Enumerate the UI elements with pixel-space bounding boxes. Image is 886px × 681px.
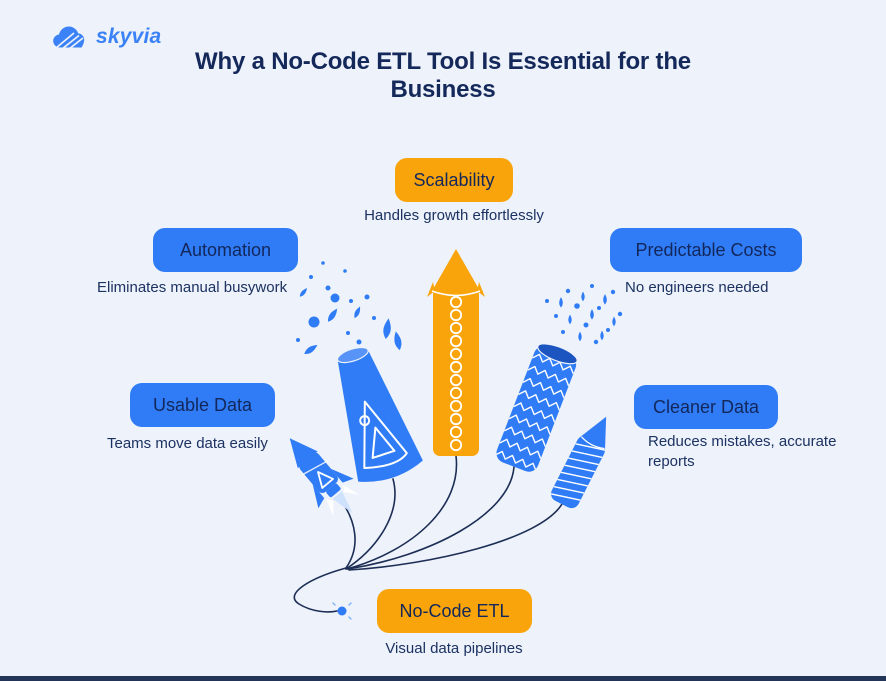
zigzag-firecracker-icon [494,343,578,472]
page-title: Why a No-Code ETL Tool Is Essential for … [195,48,691,103]
node-no-code-etl: No-Code ETL [377,589,532,633]
node-no-code-etl-caption: Visual data pipelines [385,640,523,657]
cloud-icon [53,26,85,48]
small-rocket-icon [289,438,360,517]
party-popper-cone-icon [336,346,423,482]
spark-dot [332,602,352,620]
node-predictable-costs-caption: No engineers needed [625,279,769,296]
node-usable-data-caption: Teams move data easily [107,435,268,452]
bottom-border [0,676,886,681]
fuse-lines [293,455,563,613]
node-scalability-caption: Handles growth effortlessly [364,207,544,224]
striped-rocket-icon [549,416,607,509]
orange-rocket-icon [427,249,485,456]
brand-logo: skyvia [52,24,161,49]
zigzag-sparks [545,284,623,345]
node-automation: Automation [153,228,298,272]
node-predictable-costs: Predictable Costs [610,228,802,272]
node-scalability: Scalability [395,158,513,202]
node-cleaner-data-caption: Reduces mistakes, accurate reports [648,433,837,470]
brand-name: skyvia [96,24,162,48]
node-automation-caption: Eliminates manual busywork [97,279,288,296]
node-cleaner-data: Cleaner Data [634,385,778,429]
node-usable-data: Usable Data [130,383,275,427]
cone-sparks [296,261,404,357]
